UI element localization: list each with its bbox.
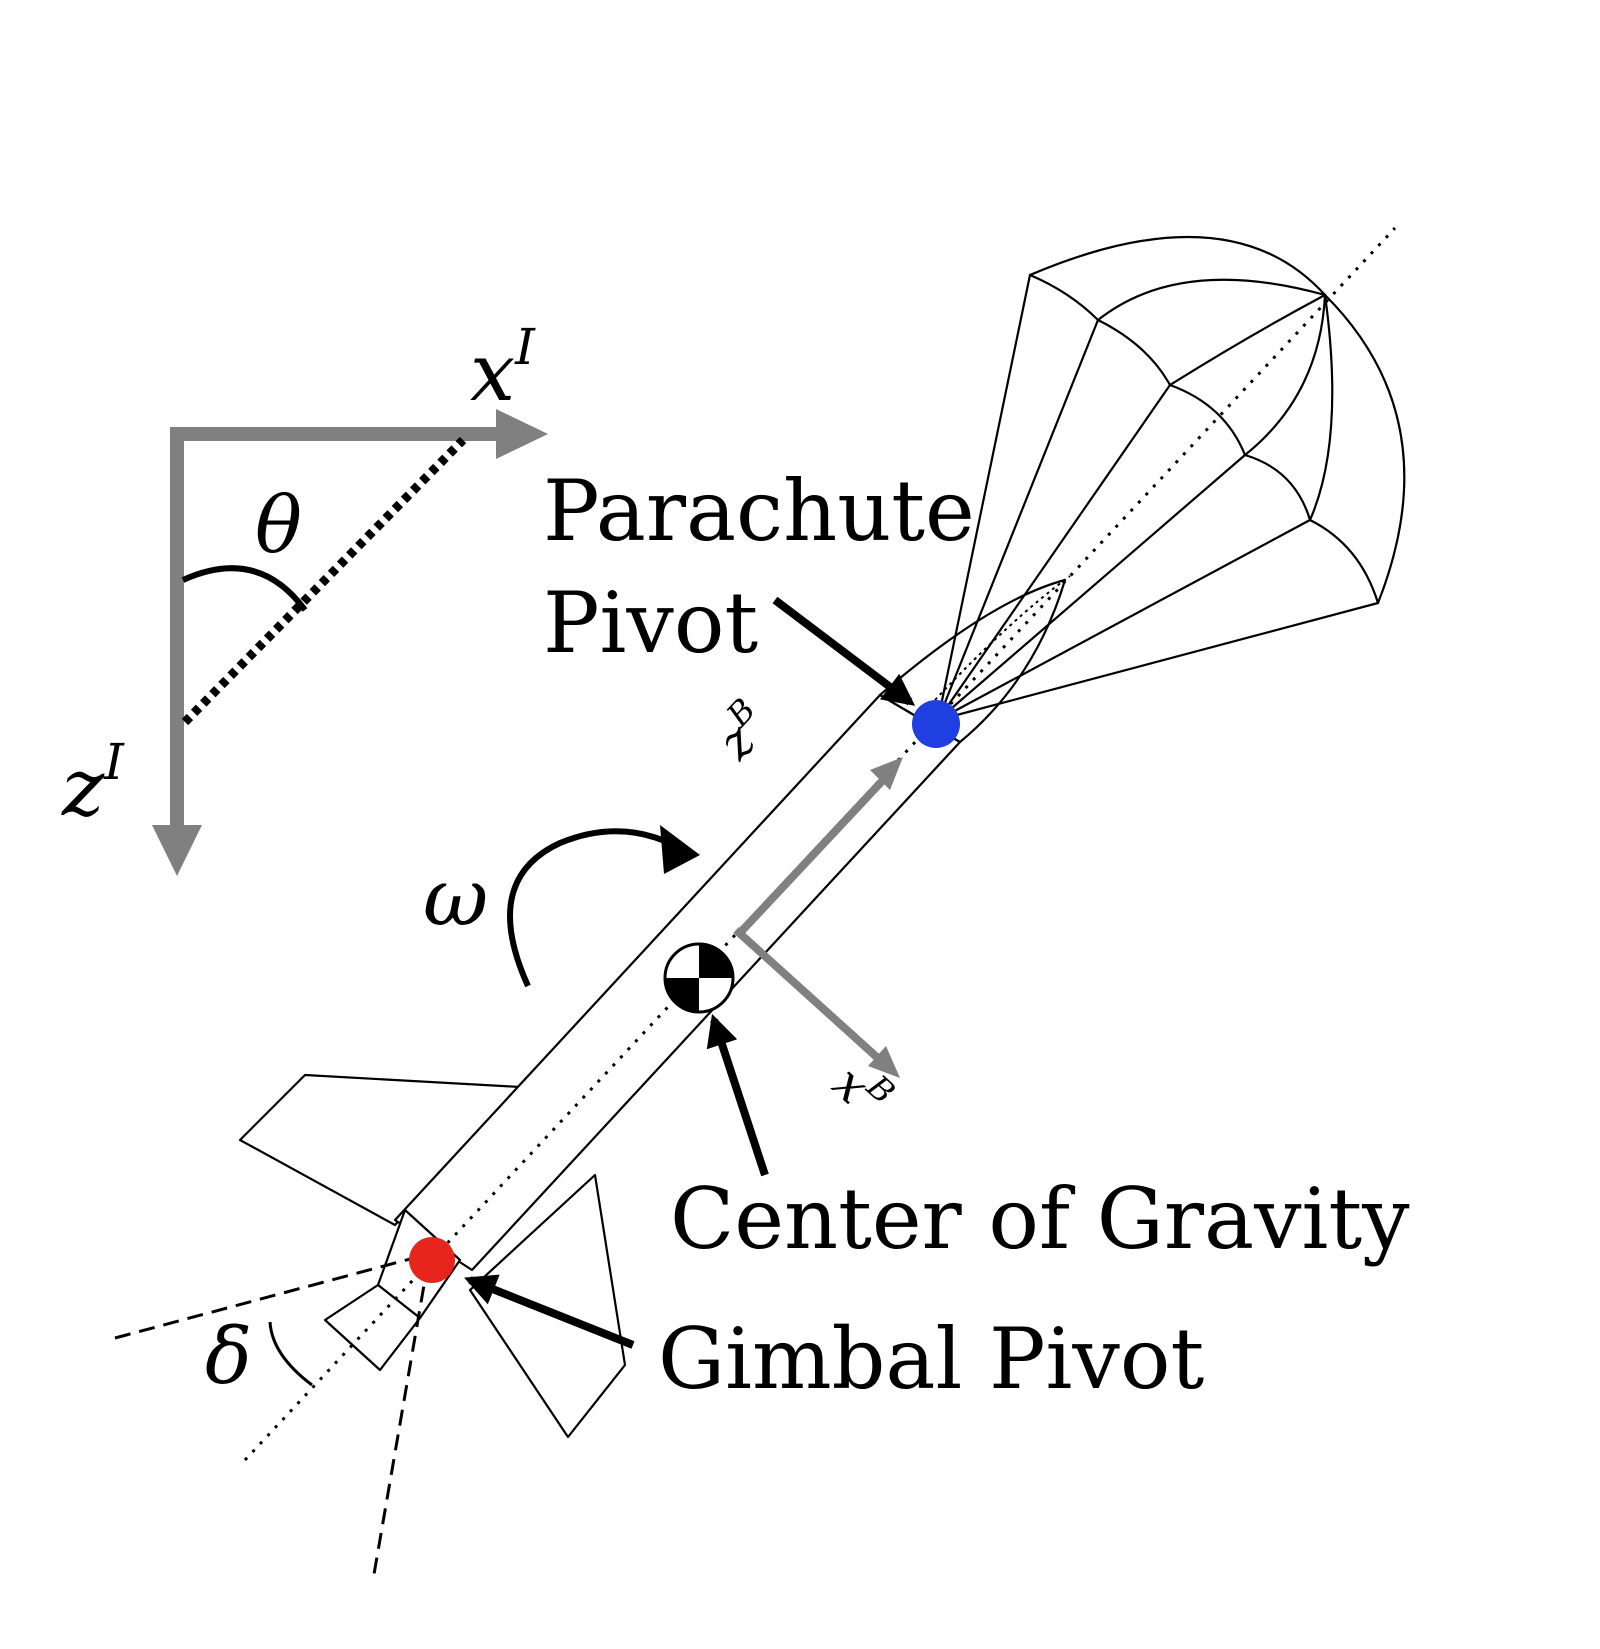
shroud-line-5 bbox=[936, 518, 1312, 722]
delta-label: δ bbox=[205, 1312, 252, 1402]
nozzle-deflection-line bbox=[114, 1253, 426, 1340]
canopy-seam-5 bbox=[1308, 518, 1380, 605]
body-z-label: zB bbox=[701, 691, 782, 771]
cg-arrow bbox=[706, 1013, 769, 1177]
inertial-z-label: zI bbox=[61, 733, 125, 834]
theta-label: θ bbox=[255, 481, 302, 571]
engine-bell bbox=[323, 1283, 422, 1372]
body-z-arrowhead bbox=[870, 757, 903, 790]
inertial-frame bbox=[152, 409, 548, 876]
omega-label: ω bbox=[423, 851, 488, 944]
shroud-line-1 bbox=[936, 273, 1032, 722]
canopy-seam-1 bbox=[1028, 273, 1327, 322]
shroud-line-2 bbox=[936, 318, 1100, 722]
nozzle-thrust-line bbox=[371, 1261, 430, 1581]
gimbal-pivot-label: Gimbal Pivot bbox=[658, 1310, 1204, 1408]
inertial-z-arrowhead bbox=[152, 825, 202, 876]
inertial-x-arrowhead bbox=[496, 409, 548, 459]
body-x-arrowhead bbox=[868, 1046, 900, 1078]
center-of-gravity-label: Center of Gravity bbox=[670, 1170, 1410, 1268]
gimbal-pivot-arrow bbox=[464, 1274, 635, 1349]
parachute-pivot-arrow bbox=[772, 596, 916, 706]
theta-reference-line bbox=[181, 436, 467, 726]
shroud-inner bbox=[934, 575, 1071, 701]
fin-upper-left bbox=[238, 1073, 522, 1227]
delta-arc bbox=[268, 1321, 313, 1387]
body-z-axis bbox=[735, 775, 888, 938]
body-x-axis bbox=[733, 927, 883, 1063]
gimbal-pivot-marker bbox=[409, 1237, 455, 1283]
parachute-pivot-label-line2: Pivot bbox=[543, 574, 758, 672]
parachute-pivot-label-line1: Parachute bbox=[543, 462, 975, 560]
canopy-seam-4 bbox=[1243, 293, 1334, 522]
canopy-seam-2 bbox=[1096, 293, 1327, 387]
omega-rotation-arc bbox=[507, 828, 678, 988]
inertial-x-label: xI bbox=[470, 318, 536, 419]
fin-lower-right bbox=[468, 1173, 627, 1439]
theta-arc bbox=[181, 565, 308, 612]
shroud-line-3 bbox=[936, 383, 1172, 722]
parachute-pivot-marker bbox=[912, 700, 960, 748]
body-frame bbox=[733, 757, 903, 1078]
shroud-line-4 bbox=[936, 453, 1247, 722]
center-of-gravity-marker bbox=[663, 942, 735, 1014]
omega-arrowhead bbox=[660, 825, 700, 874]
canopy-seam-3 bbox=[1168, 293, 1327, 457]
parachute bbox=[936, 236, 1406, 722]
shroud-line-6 bbox=[936, 601, 1380, 722]
